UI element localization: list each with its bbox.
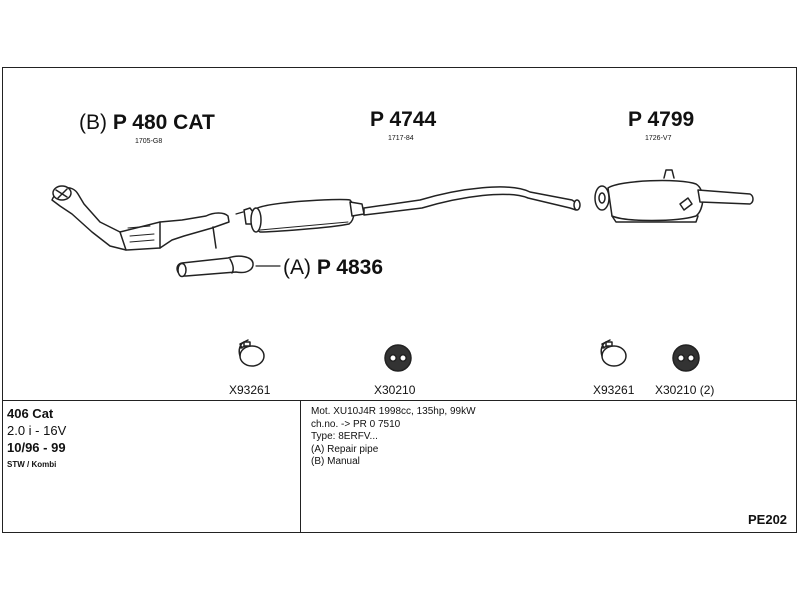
clamp-right-label: X93261 — [593, 383, 635, 397]
details-type: Type: 8ERFV... — [311, 431, 378, 442]
repair-part-prefix: (A) — [283, 256, 311, 279]
cat-part-label: (B) P 480 CAT — [79, 111, 215, 135]
diagram-frame — [2, 67, 797, 533]
details-note-a: (A) Repair pipe — [311, 443, 379, 455]
repair-pipe-drawing — [176, 255, 281, 278]
repair-part-label: (A) P 4836 — [283, 256, 383, 280]
cat-part-ref: 1705-G8 — [135, 138, 163, 145]
page-code: PE202 — [748, 512, 788, 527]
vehicle-engine: 2.0 i - 16V — [7, 423, 67, 438]
clamp-right-drawing — [600, 339, 627, 367]
cat-part-number: P 480 CAT — [112, 111, 215, 134]
rear-part-number: P 4799 — [628, 108, 695, 131]
vehicle-details: Mot. XU10J4R 1998cc, 135hp, 99kW ch.no. … — [311, 406, 476, 469]
ring-left-label: X30210 — [374, 383, 416, 397]
rubber-ring-right-drawing — [672, 344, 700, 372]
repair-part-number: P 4836 — [316, 256, 384, 279]
details-motor: Mot. XU10J4R 1998cc, 135hp, 99kW — [311, 406, 476, 417]
vehicle-info: 406 Cat 2.0 i - 16V 10/96 - 99 STW / Kom… — [7, 405, 66, 473]
ring-right-label: X30210 (2) — [655, 383, 715, 397]
info-column-divider — [300, 400, 301, 533]
rubber-ring-left-drawing — [384, 344, 412, 372]
middle-part-ref: 1717-84 — [388, 135, 414, 142]
vehicle-model: 406 Cat — [7, 406, 54, 421]
details-note-b: (B) Manual — [311, 456, 360, 467]
middle-part-number: P 4744 — [370, 108, 437, 131]
middle-silencer-drawing — [235, 186, 581, 233]
clamp-left-drawing — [238, 339, 265, 367]
info-divider — [2, 400, 797, 401]
catalytic-converter-drawing — [51, 185, 230, 251]
vehicle-body: STW / Kombi — [7, 460, 57, 469]
vehicle-years: 10/96 - 99 — [7, 440, 66, 455]
details-chassis: ch.no. -> PR 0 7510 — [311, 418, 401, 430]
cat-part-prefix: (B) — [79, 111, 107, 134]
clamp-left-label: X93261 — [229, 383, 271, 397]
rear-silencer-drawing — [594, 169, 754, 223]
rear-part-ref: 1726-V7 — [645, 135, 672, 142]
